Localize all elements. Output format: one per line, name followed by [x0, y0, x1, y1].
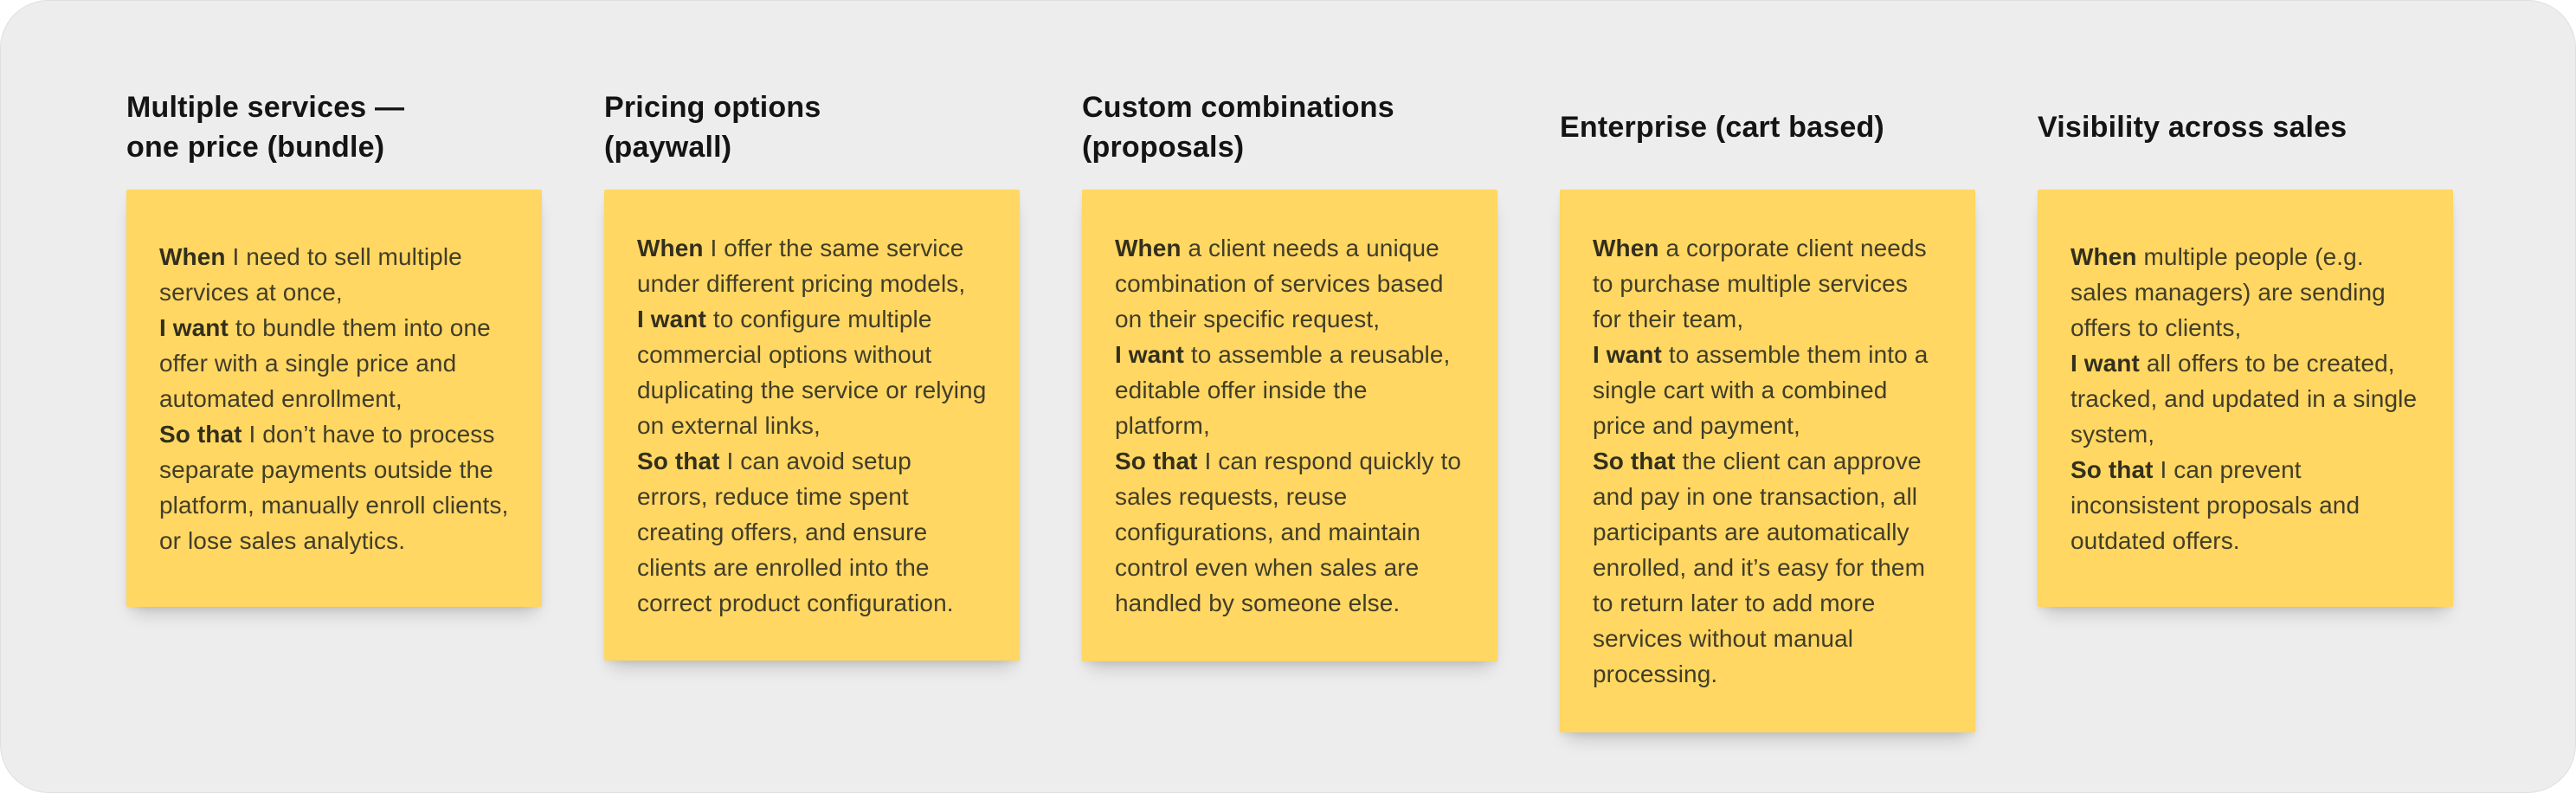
user-story-column-paywall: Pricing options (paywall) When I offer t… [604, 79, 1020, 661]
story-lead: So that [1115, 448, 1198, 474]
sticky-note-text: When a client needs a unique combination… [1115, 230, 1465, 621]
column-heading[interactable]: Custom combinations (proposals) [1082, 91, 1394, 164]
story-text: I can prevent inconsistent proposals and… [2070, 455, 2360, 554]
story-lead: When [2070, 242, 2137, 270]
sticky-note[interactable]: When multiple people (e.g. sales manager… [2038, 190, 2453, 607]
story-text: a client needs a unique combination of s… [1115, 235, 1444, 332]
sticky-note[interactable]: When a corporate client needs to purchas… [1560, 190, 1975, 732]
story-iwant: I want to assemble a reusable, editable … [1115, 337, 1465, 443]
sticky-note[interactable]: When I need to sell multiple services at… [126, 190, 542, 607]
story-text: I need to sell multiple services at once… [159, 242, 462, 306]
story-text: a corporate client needs to purchase mul… [1593, 235, 1927, 332]
user-story-column-visibility: Visibility across sales When multiple pe… [2038, 79, 2453, 607]
story-when: When a corporate client needs to purchas… [1593, 230, 1942, 337]
story-lead: So that [159, 420, 242, 448]
story-iwant: I want to bundle them into one offer wit… [159, 310, 509, 416]
story-lead: I want [1115, 341, 1184, 368]
sticky-note-text: When multiple people (e.g. sales manager… [2070, 239, 2420, 558]
story-sothat: So that I can prevent inconsistent propo… [2070, 452, 2420, 558]
story-lead: When [1115, 235, 1182, 261]
story-lead: So that [637, 447, 720, 474]
story-when: When I offer the same service under diff… [637, 230, 987, 301]
story-text: I offer the same service under different… [637, 234, 966, 297]
story-lead: So that [2070, 455, 2154, 483]
story-sothat: So that I can avoid setup errors, reduce… [637, 443, 987, 621]
story-text: to assemble a reusable, editable offer i… [1115, 341, 1451, 439]
sticky-note-text: When I offer the same service under diff… [637, 230, 987, 621]
sticky-note-text: When I need to sell multiple services at… [159, 239, 509, 558]
story-lead: I want [2070, 349, 2140, 377]
story-lead: I want [1593, 341, 1662, 368]
user-story-column-bundle: Multiple services — one price (bundle) W… [126, 79, 542, 607]
story-text: multiple people (e.g. sales managers) ar… [2070, 242, 2386, 341]
story-lead: I want [637, 305, 706, 332]
user-story-column-enterprise: Enterprise (cart based) When a corporate… [1560, 79, 1975, 732]
story-lead: When [159, 242, 226, 270]
story-text: to assemble them into a single cart with… [1593, 341, 1929, 439]
story-text: all offers to be created, tracked, and u… [2070, 349, 2418, 448]
story-text: to configure multiple commercial options… [637, 305, 987, 439]
story-text: I can respond quickly to sales requests,… [1115, 448, 1462, 616]
story-lead: I want [159, 313, 229, 341]
column-heading[interactable]: Visibility across sales [2038, 111, 2347, 144]
story-text: I can avoid setup errors, reduce time sp… [637, 447, 954, 616]
column-heading[interactable]: Enterprise (cart based) [1560, 111, 1884, 144]
sticky-note-text: When a corporate client needs to purchas… [1593, 230, 1942, 692]
story-text: the client can approve and pay in one tr… [1593, 448, 1926, 687]
story-when: When I need to sell multiple services at… [159, 239, 509, 310]
story-iwant: I want to configure multiple commercial … [637, 301, 987, 443]
column-heading[interactable]: Multiple services — one price (bundle) [126, 91, 405, 164]
sticky-note[interactable]: When I offer the same service under diff… [604, 190, 1020, 661]
story-sothat: So that I don’t have to process separate… [159, 416, 509, 558]
story-iwant: I want to assemble them into a single ca… [1593, 337, 1942, 443]
column-heading[interactable]: Pricing options (paywall) [604, 91, 821, 164]
user-story-column-proposals: Custom combinations (proposals) When a c… [1082, 79, 1497, 661]
story-lead: When [637, 234, 704, 261]
story-when: When a client needs a unique combination… [1115, 230, 1465, 337]
story-sothat: So that I can respond quickly to sales r… [1115, 443, 1465, 621]
sticky-note[interactable]: When a client needs a unique combination… [1082, 190, 1497, 661]
story-iwant: I want all offers to be created, tracked… [2070, 345, 2420, 452]
story-lead: When [1593, 235, 1659, 261]
story-lead: So that [1593, 448, 1676, 474]
story-when: When multiple people (e.g. sales manager… [2070, 239, 2420, 345]
story-text: to bundle them into one offer with a sin… [159, 313, 491, 412]
story-text: I don’t have to process separate payment… [159, 420, 509, 554]
story-sothat: So that the client can approve and pay i… [1593, 443, 1942, 692]
